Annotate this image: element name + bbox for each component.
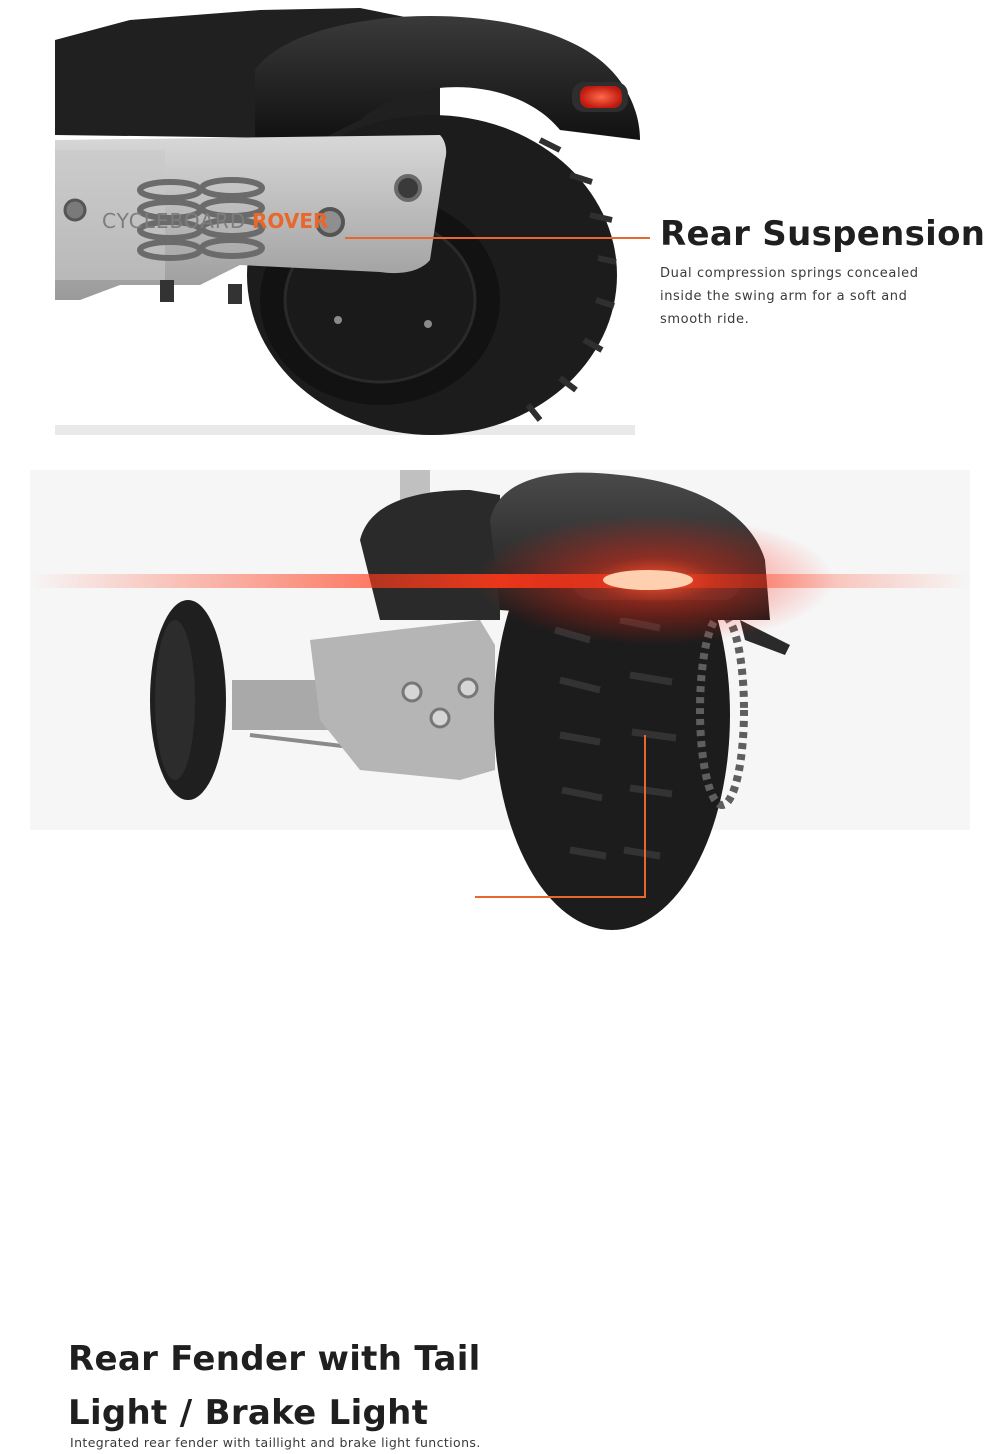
- rear-suspension-title: Rear Suspension: [660, 214, 986, 254]
- arm-bolt: [63, 198, 87, 222]
- small-wheel-hub: [155, 620, 195, 780]
- hub-bolt: [334, 316, 342, 324]
- fender-callout-line: [475, 735, 646, 898]
- frame-bolt: [401, 681, 423, 703]
- rear-suspension-description: Dual compression springs concealed insid…: [660, 266, 919, 327]
- arm-screw: [228, 284, 242, 304]
- rear-fender-title: Rear Fender with Tail Light / Brake Ligh…: [68, 1339, 481, 1433]
- rear-suspension-panel: CYCLEBOARD ROVER Rear Suspension Dual co…: [0, 0, 1000, 470]
- ground-shadow: [55, 425, 635, 435]
- rear-fender-description: Integrated rear fender with taillight an…: [70, 1435, 481, 1450]
- brand-text-accent: ROVER: [252, 209, 328, 233]
- frame-bolt: [457, 677, 479, 699]
- axle-nut: [315, 207, 345, 237]
- rear-suspension-photo: CYCLEBOARD ROVER: [55, 8, 650, 435]
- rear-fender-photo: [30, 470, 970, 930]
- brand-text-left: CYCLEBOARD: [102, 209, 246, 233]
- pivot-bolt: [394, 174, 422, 202]
- arm-screw: [160, 280, 174, 302]
- tail-light: [580, 86, 622, 108]
- hub-bolt: [424, 320, 432, 328]
- rear-fender: [255, 15, 640, 150]
- frame-plate: [310, 620, 495, 780]
- frame-bolt: [429, 707, 451, 729]
- axle-housing: [232, 680, 332, 730]
- rear-fender-panel: Rear Fender with Tail Light / Brake Ligh…: [0, 470, 1000, 1450]
- compression-springs: [137, 177, 265, 261]
- tail-light: [603, 570, 693, 590]
- tire-tread: [525, 137, 617, 422]
